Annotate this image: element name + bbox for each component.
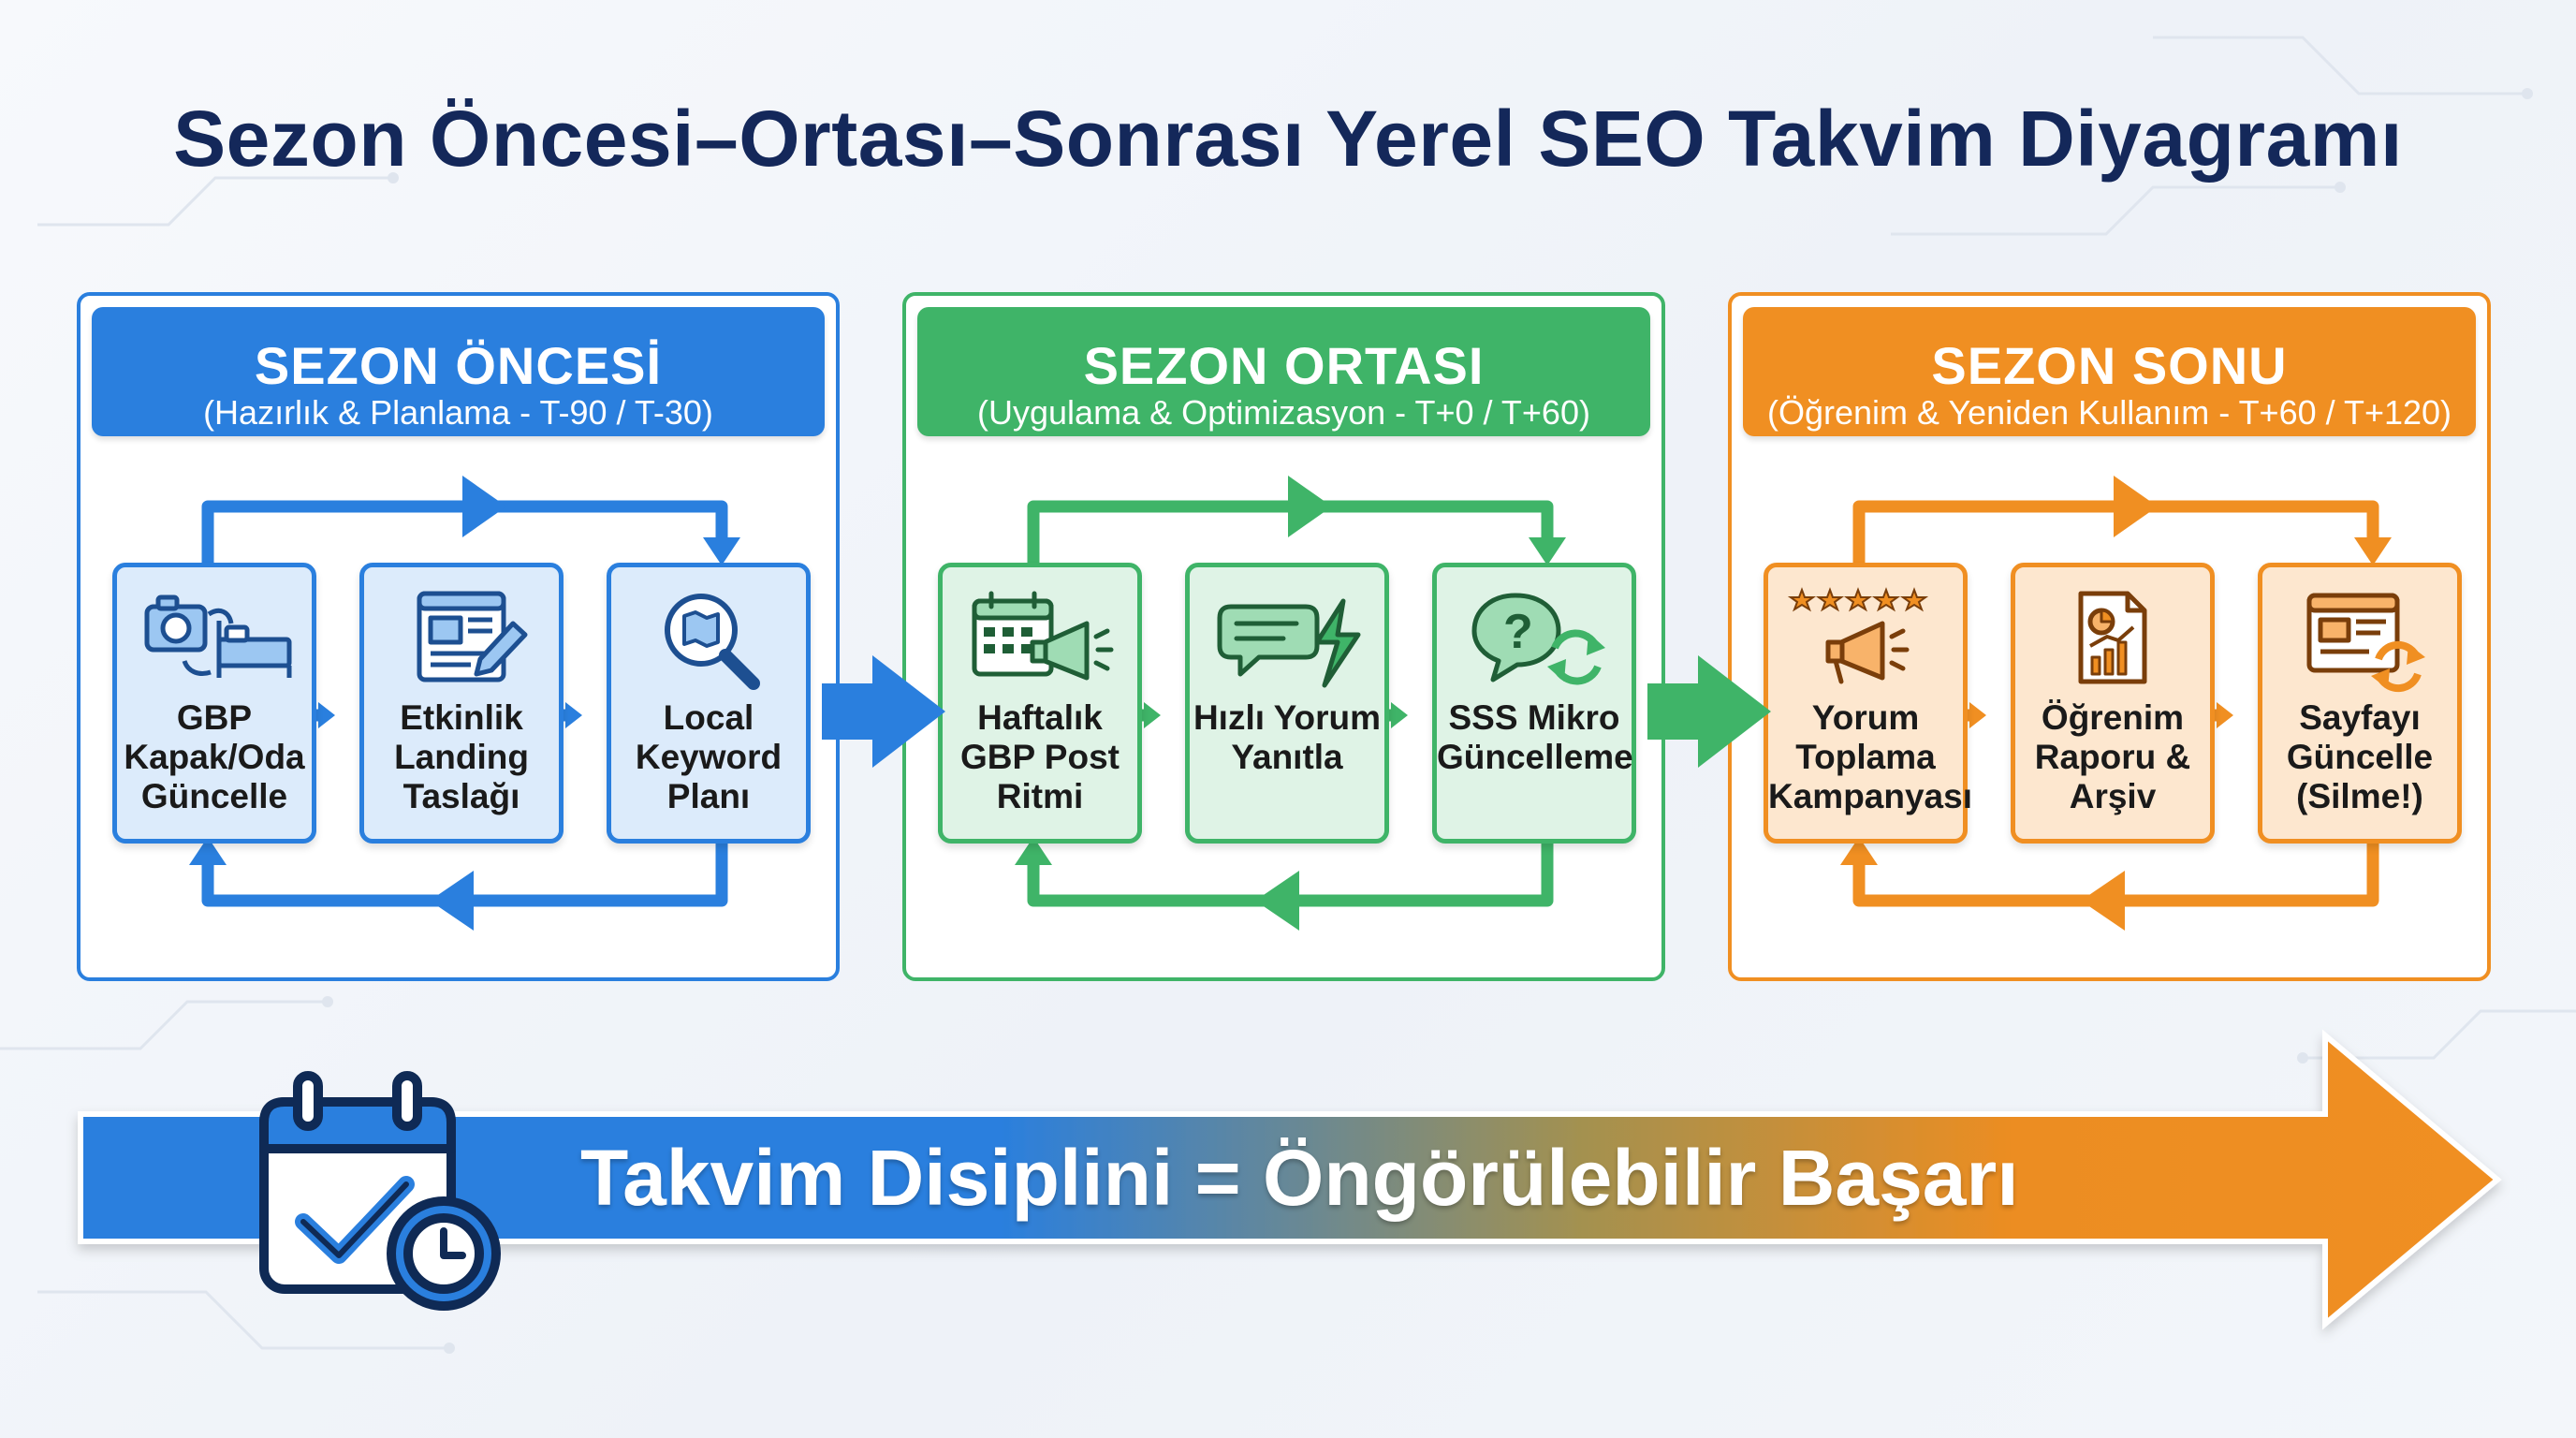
step-label: Sayfayı Güncelle (Silme!) [2286,698,2434,815]
cycle-arrows [1840,476,2392,931]
phase-subtitle: (Hazırlık & Planlama - T-90 / T-30) [203,393,713,432]
step-label: Yorum Toplama Kampanyası [1768,698,1972,815]
stars-megaphone-icon [1787,587,1929,684]
magnifier-map-icon [665,594,760,690]
step-label: Local Keyword Planı [635,698,783,815]
step-card: Yorum Toplama Kampanyası [1764,563,1972,844]
banner-slogan: Takvim Disiplini = Öngörülebilir Başarı [580,1134,2019,1222]
phase-post-season: SEZON SONU (Öğrenim & Yeniden Kullanım -… [1728,292,2491,981]
step-card: GBP Kapak/Oda Güncelle [112,563,316,844]
step-card: Hızlı Yorum Yanıtla [1185,563,1389,844]
phase-subtitle: (Öğrenim & Yeniden Kullanım - T+60 / T+1… [1766,393,2452,432]
step-card: Etkinlik Landing Taslağı [359,563,564,844]
camera-bed-icon [144,594,292,678]
step-card: Sayfayı Güncelle (Silme!) [2258,563,2462,844]
step-card: Local Keyword Planı [607,563,811,844]
phase-subtitle: (Uygulama & Optimizasyon - T+0 / T+60) [977,393,1590,432]
report-chart-icon [2078,591,2147,684]
page-refresh-icon [2306,593,2425,693]
connector-arrow-pre-to-mid [822,655,945,768]
cycle-arrows [189,476,740,931]
step-label: SSS Mikro Güncelleme [1437,698,1633,776]
phase-title: SEZON ORTASI [1083,336,1485,395]
connector-arrow-mid-to-post [1647,655,1771,768]
step-card: Öğrenim Raporu & Arşiv [2011,563,2215,844]
phase-header: SEZON ÖNCESİ (Hazırlık & Planlama - T-90… [92,307,825,436]
phase-header: SEZON SONU (Öğrenim & Yeniden Kullanım -… [1743,307,2476,436]
phase-pre-season: SEZON ÖNCESİ (Hazırlık & Planlama - T-90… [77,292,840,981]
step-card: ? SSS Mikro Güncelleme [1432,563,1636,844]
calendar-check-clock-icon [259,1071,501,1311]
landing-page-edit-icon [417,591,528,682]
step-label: GBP Kapak/Oda Güncelle [124,698,305,815]
phase-mid-season: SEZON ORTASI (Uygulama & Optimizasyon - … [902,292,1665,981]
phase-title: SEZON ÖNCESİ [254,336,663,395]
faq-refresh-icon: ? [1471,593,1605,685]
chat-lightning-icon [1217,598,1361,688]
calendar-megaphone-icon [972,591,1114,681]
step-label: Etkinlik Landing Taslağı [394,698,529,815]
step-label: Hızlı Yorum Yanıtla [1193,698,1382,776]
step-label: Öğrenim Raporu & Arşiv [2034,698,2191,815]
step-card: Haftalık GBP Post Ritmi [938,563,1142,844]
phase-title: SEZON SONU [1931,336,2288,395]
step-label: Haftalık GBP Post Ritmi [960,698,1120,815]
phase-header: SEZON ORTASI (Uygulama & Optimizasyon - … [917,307,1650,436]
page-title: Sezon Öncesi–Ortası–Sonrası Yerel SEO Ta… [173,95,2403,183]
svg-text:?: ? [1503,605,1533,659]
